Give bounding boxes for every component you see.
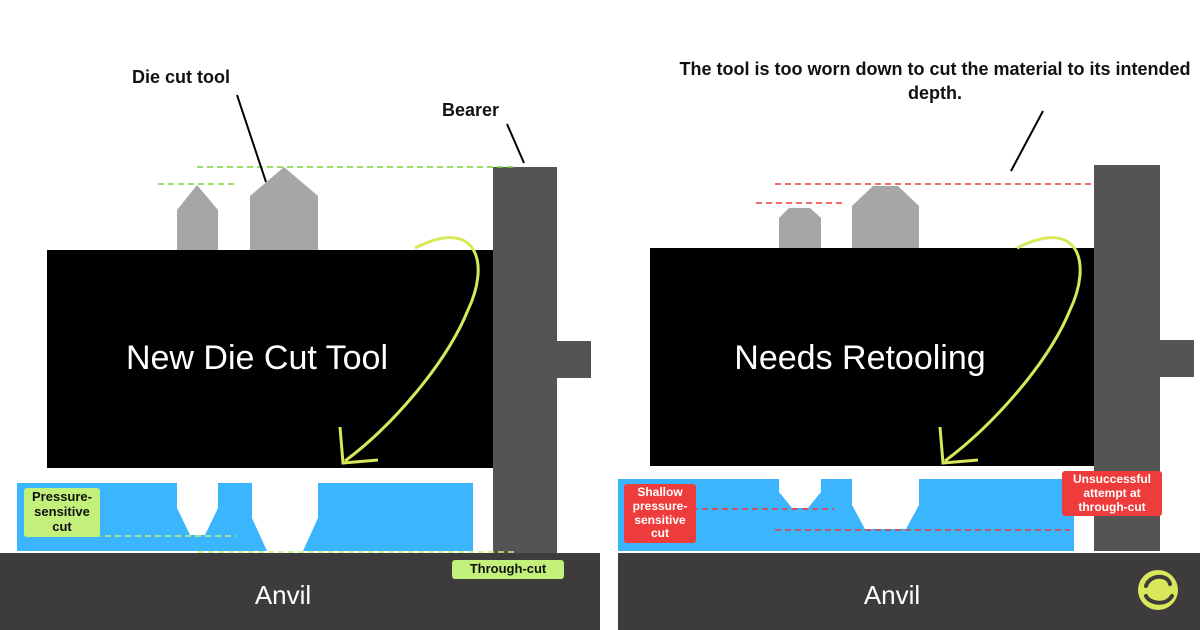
- badge-shallow-pressure-sensitive-cut: Shallow pressure-sensitive cut: [624, 484, 696, 544]
- left-panel: [0, 94, 600, 630]
- callout-worn-tool: The tool is too worn down to cut the mat…: [679, 59, 1191, 104]
- left-tool-body: [47, 250, 493, 468]
- left-body-label: New Die Cut Tool: [125, 339, 389, 377]
- right-through-cut-notch: [852, 479, 919, 529]
- badge-unsuccessful-through-cut: Unsuccessful attempt at through-cut: [1062, 471, 1162, 517]
- badge-through-cut: Through-cut: [452, 560, 564, 579]
- right-tool-body: [650, 248, 1094, 466]
- right-small-blade: [779, 208, 821, 248]
- callout-die-cut-tool: Die cut tool: [132, 67, 230, 87]
- right-anvil: [618, 553, 1200, 630]
- right-shallow-cut-notch: [779, 479, 821, 508]
- left-through-cut-notch: [252, 483, 318, 551]
- left-bearer: [493, 167, 557, 553]
- right-arrow-head: [938, 426, 979, 465]
- panel-divider: [600, 0, 618, 630]
- badge-pressure-sensitive-cut: Pressure-sensitive cut: [24, 488, 100, 537]
- left-arrow-head: [338, 426, 379, 465]
- left-rotation-arrow: [344, 236, 480, 463]
- right-body-label: Needs Retooling: [734, 339, 986, 377]
- left-large-blade: [250, 167, 318, 250]
- leaf-swirl-logo-icon: [1138, 570, 1178, 610]
- left-small-blade: [177, 185, 218, 250]
- left-leader-bearer: [506, 123, 525, 164]
- callout-bearer: Bearer: [442, 100, 500, 120]
- left-leader-die-cut-tool: [236, 94, 267, 183]
- left-anvil-label: Anvil: [254, 580, 312, 610]
- left-bearer-tab: [557, 341, 591, 378]
- right-anvil-label: Anvil: [863, 580, 921, 610]
- right-large-blade: [852, 186, 919, 248]
- right-bearer-tab: [1160, 340, 1194, 377]
- left-shallow-cut-notch: [177, 483, 218, 535]
- right-rotation-arrow: [944, 236, 1082, 463]
- right-leader-worn: [1010, 110, 1044, 172]
